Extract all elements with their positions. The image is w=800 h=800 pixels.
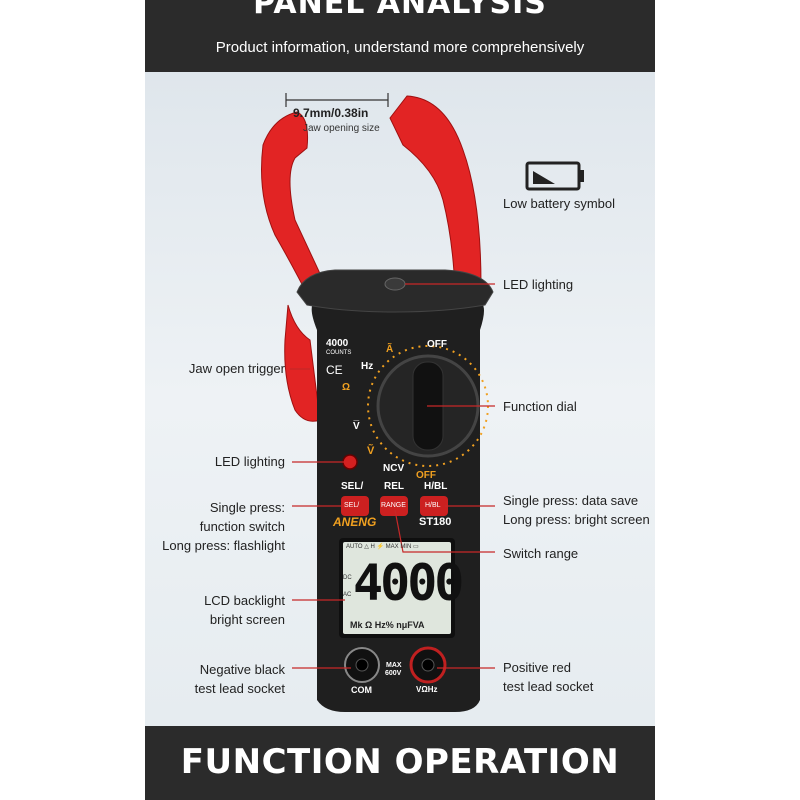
footer-band xyxy=(145,726,655,800)
lcd-ac-mark: AC xyxy=(343,592,352,598)
lcd-units-row: Mk Ω Hz% nμFVA xyxy=(350,620,425,630)
callout-negative-1: Negative black xyxy=(199,662,285,677)
meter-counts-label: COUNTS xyxy=(326,350,352,356)
jaw-measure-value: 9.7mm/0.38in xyxy=(293,106,369,120)
panel-subtitle: Product information, understand more com… xyxy=(215,39,585,56)
dial-acv: Ṽ xyxy=(367,445,375,457)
callout-lcd-2: bright screen xyxy=(209,612,285,627)
left-jaw xyxy=(261,111,331,301)
lcd-status-row: AUTO △ H ⚡ MAX MIN ▭ xyxy=(346,544,419,550)
dial-off-top: OFF xyxy=(427,339,447,350)
callout-negative-2: test lead socket xyxy=(194,681,285,696)
callout-lcd-1: LCD backlight xyxy=(204,593,285,608)
dial-ncv: NCV xyxy=(383,463,405,474)
range-button xyxy=(380,496,408,516)
callout-low-battery: Low battery symbol xyxy=(503,196,615,211)
rel-label: REL xyxy=(384,481,404,492)
lcd-screen xyxy=(343,542,451,634)
range-key-text[interactable]: RANGE xyxy=(381,502,406,509)
meter-counts: 4000 xyxy=(326,338,349,349)
callout-data-save-1: Single press: data save xyxy=(503,493,639,508)
dial-off-bottom: OFF xyxy=(416,470,436,481)
callout-led-lighting-left: LED lighting xyxy=(214,454,285,469)
meter-top-cap xyxy=(296,269,494,313)
hbl-label: H/BL xyxy=(424,481,448,492)
clamp-meter-illustration xyxy=(261,93,584,712)
jaw-measure-caption: Jaw opening size xyxy=(303,123,380,134)
callout-positive-1: Positive red xyxy=(503,660,571,675)
top-led xyxy=(384,277,406,291)
hbl-button xyxy=(420,496,448,516)
footer-title: FUNCTION OPERATION xyxy=(180,742,620,782)
model-name: ST180 xyxy=(419,516,452,528)
callout-switch-range: Switch range xyxy=(503,546,579,561)
brand-logo: ANENG xyxy=(333,515,377,529)
vohz-label: VΩHz xyxy=(416,685,438,694)
right-jaw xyxy=(389,95,482,291)
dial-hz: Hz xyxy=(361,361,374,372)
battery-icon xyxy=(525,161,584,191)
callout-led-lighting-top: LED lighting xyxy=(503,277,574,292)
product-panel-card: PANEL ANALYSIS Product information, unde… xyxy=(145,0,655,800)
dial-ohm: Ω xyxy=(342,382,351,393)
jaw-trigger xyxy=(284,304,321,422)
callout-data-save-2: Long press: bright screen xyxy=(503,512,650,527)
dial-dcv: V̅ xyxy=(353,421,360,432)
jaw-measure-bracket xyxy=(285,93,389,107)
callout-lines xyxy=(290,283,495,669)
callout-sel-1: Single press: xyxy=(209,500,285,515)
com-label: COM xyxy=(351,685,372,695)
header-band xyxy=(145,0,655,72)
callout-sel-3: Long press: flashlight xyxy=(162,538,285,553)
dial-amps: Ã xyxy=(386,344,394,355)
callout-positive-2: test lead socket xyxy=(503,679,594,694)
panel-title: PANEL ANALYSIS xyxy=(253,0,547,21)
sel-label: SEL/ xyxy=(341,481,364,492)
callout-jaw-trigger: Jaw open trigger xyxy=(188,361,285,376)
hbl-key-text[interactable]: H/BL xyxy=(425,502,441,509)
callout-function-dial: Function dial xyxy=(503,399,577,414)
lcd-dc-mark: DC xyxy=(343,575,352,581)
max-voltage-label: 600V xyxy=(385,670,402,677)
sel-button xyxy=(341,496,369,516)
sel-key-text[interactable]: SEL/ xyxy=(344,502,360,509)
callout-sel-2: function switch xyxy=(199,519,285,534)
side-led xyxy=(342,454,358,470)
meter-ce-mark: CE xyxy=(326,363,343,377)
lcd-digits: 4000 xyxy=(353,554,464,612)
max-label: MAX xyxy=(386,662,402,669)
